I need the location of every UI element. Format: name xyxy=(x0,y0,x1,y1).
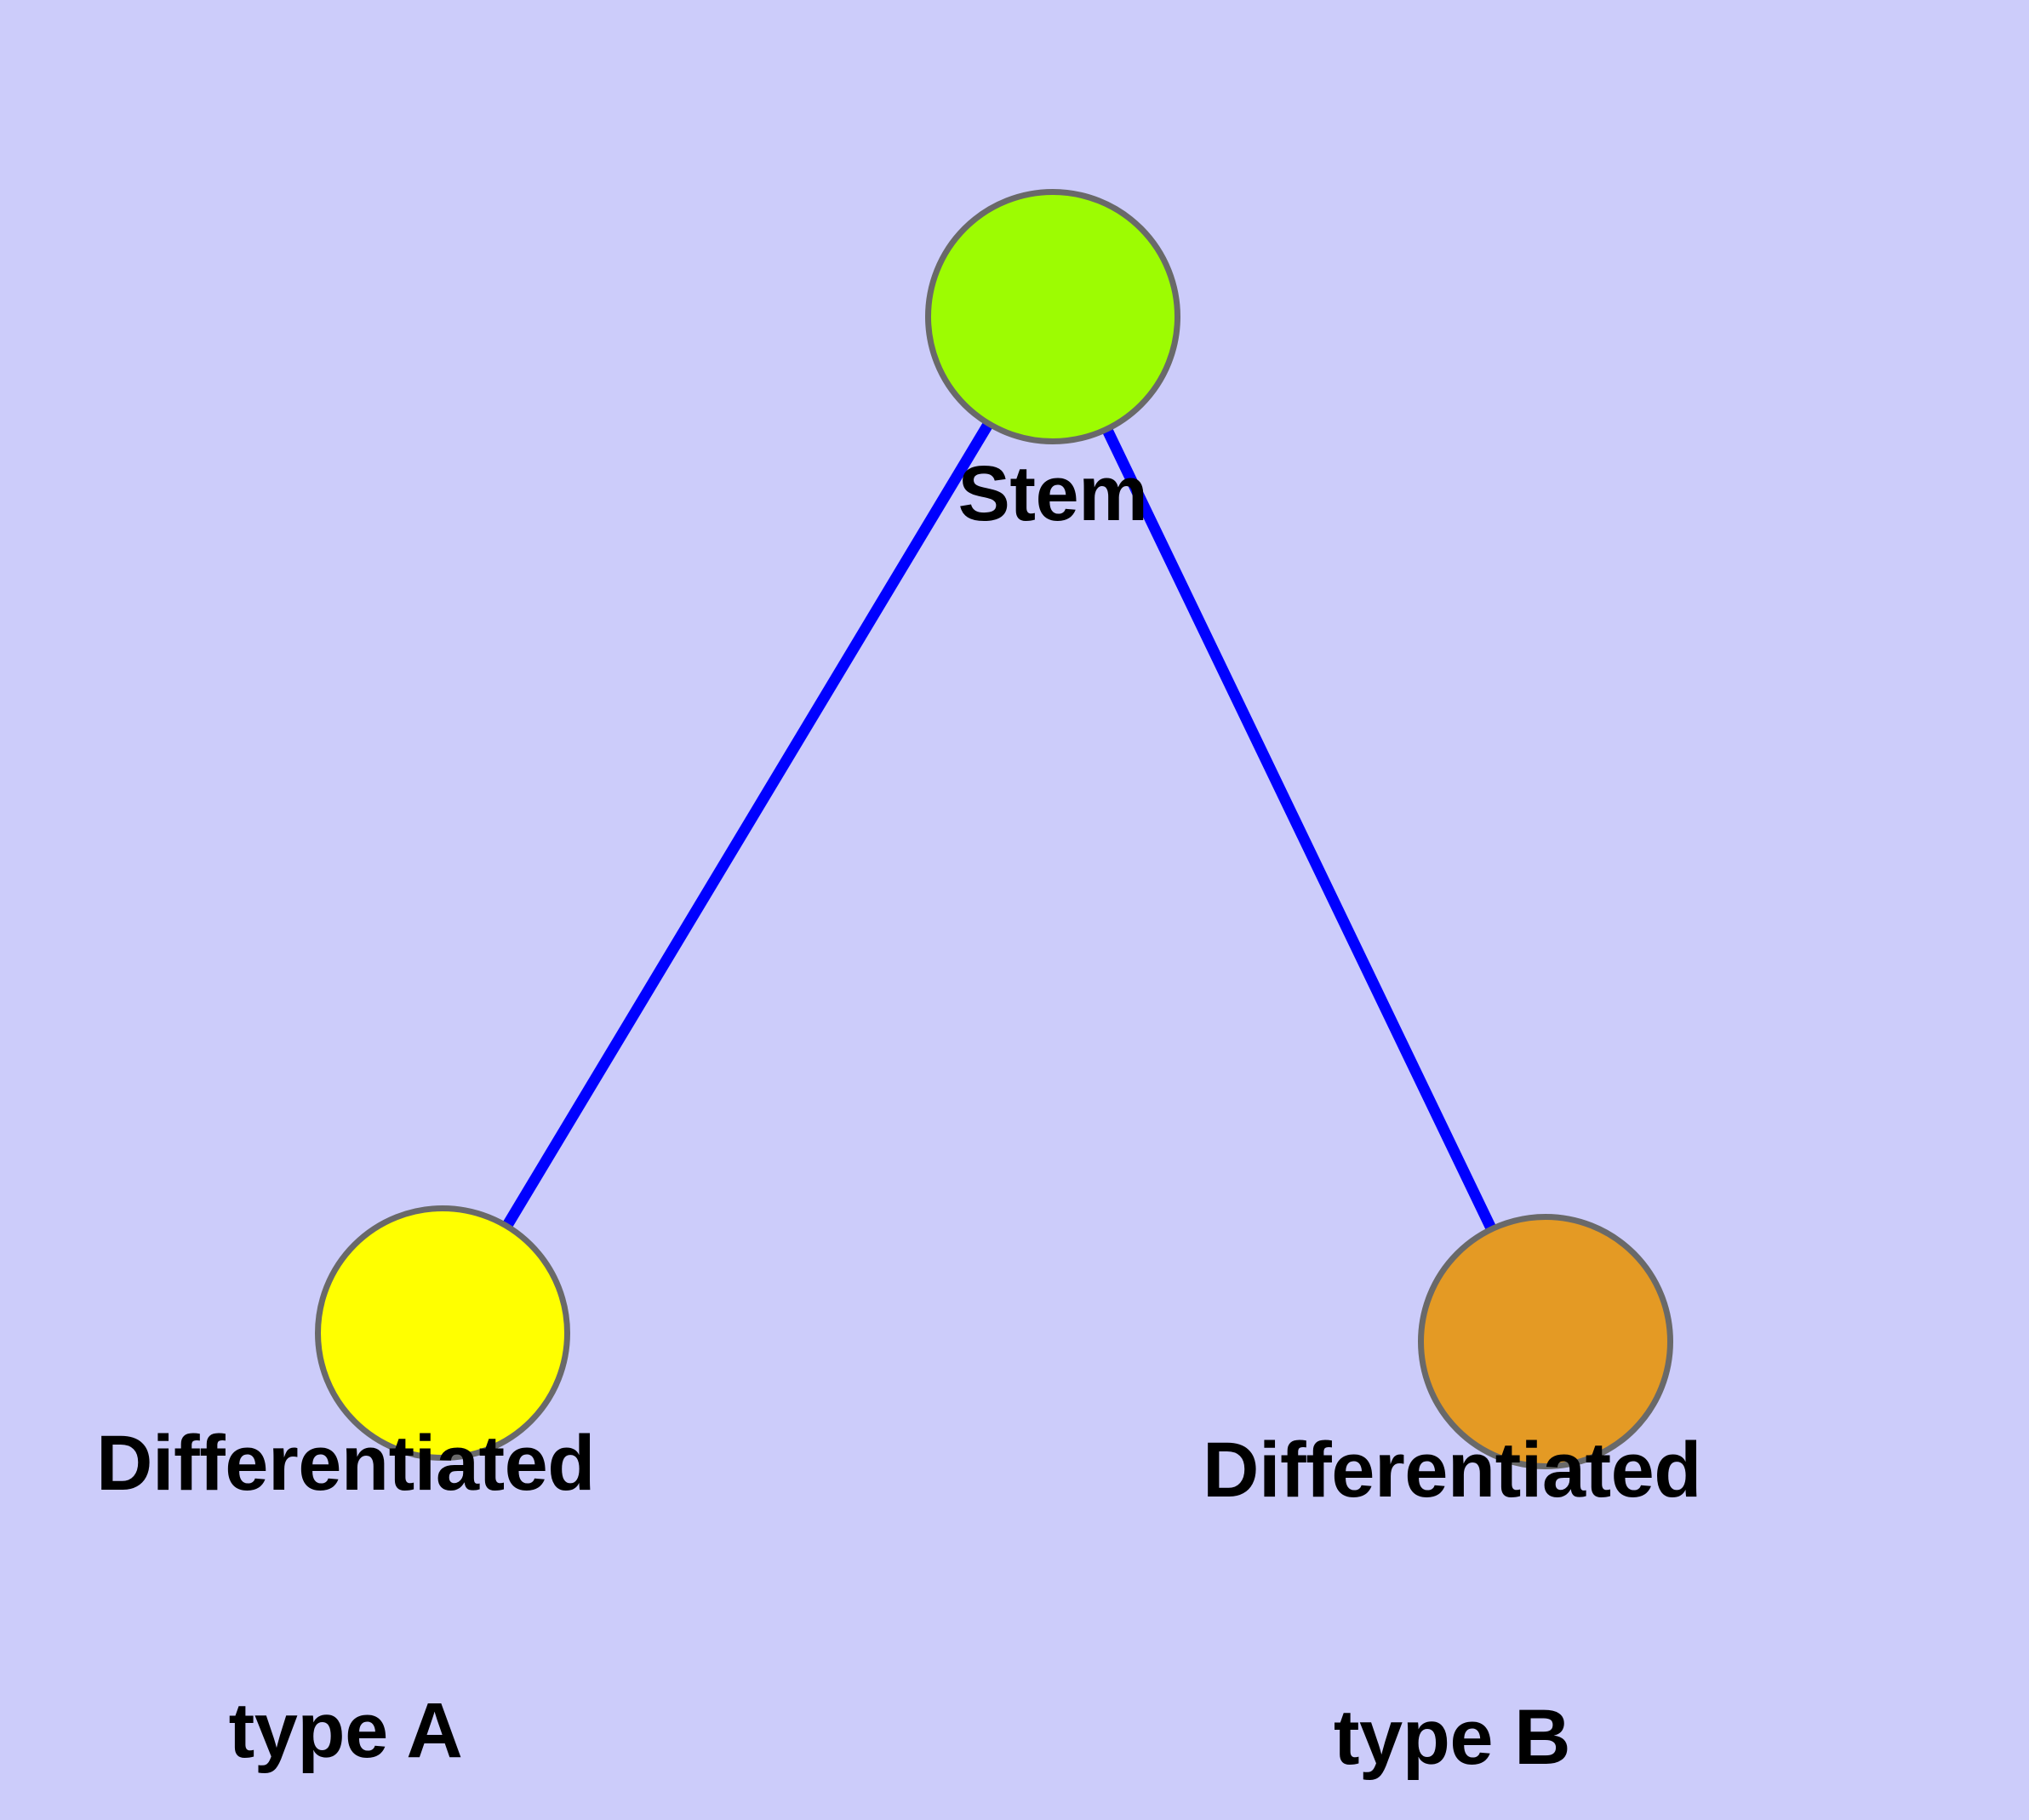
node-differentiated-type-a[interactable] xyxy=(315,1205,570,1461)
node-stem[interactable] xyxy=(925,189,1180,444)
edge-stem-to-differentiated-type-b[interactable] xyxy=(1048,314,1551,1344)
node-differentiated-type-b[interactable] xyxy=(1418,1214,1673,1469)
edge-stem-to-differentiated-type-a[interactable] xyxy=(437,313,1058,1336)
